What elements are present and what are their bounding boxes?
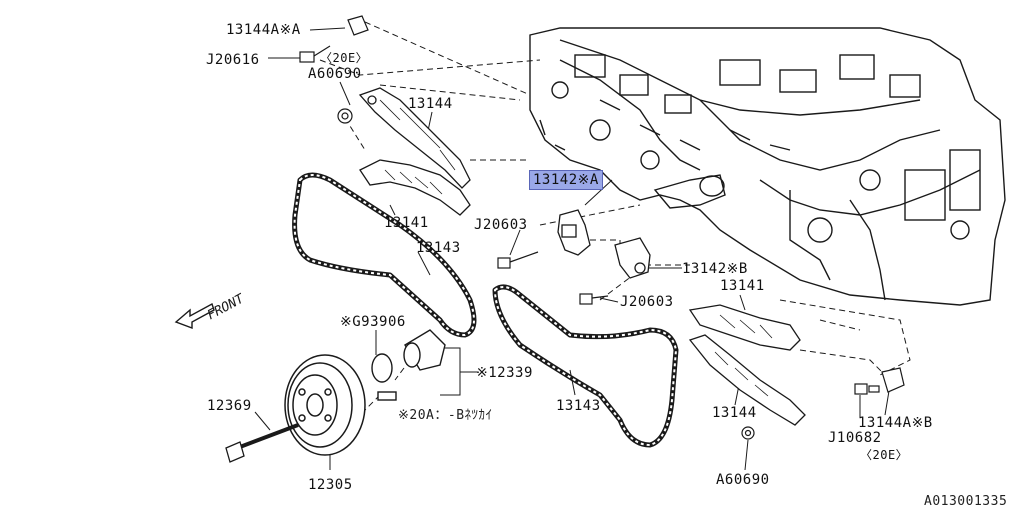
bolt-a60690-bottom bbox=[741, 426, 755, 440]
part-13144a-b bbox=[881, 367, 905, 393]
front-arrow-icon bbox=[174, 302, 215, 330]
chain-guide-13141-top bbox=[359, 159, 471, 216]
bolt-a60690-top bbox=[337, 108, 353, 124]
chain-guide-13141-right bbox=[688, 304, 801, 351]
label-12339: ※12339 bbox=[476, 365, 533, 381]
crank-bolt-12369 bbox=[225, 423, 299, 463]
label-13144-top: 13144 bbox=[408, 96, 453, 112]
label-a60690-bottom: A60690 bbox=[716, 472, 770, 488]
label-13144a-b: 13144A※B bbox=[858, 415, 933, 431]
o-ring-g93906 bbox=[371, 353, 393, 383]
label-13142-a-highlighted[interactable]: 13142※A bbox=[529, 170, 603, 190]
label-13142-b: 13142※B bbox=[682, 261, 748, 277]
bolt-j20603-top bbox=[497, 251, 539, 269]
chain-guide-13144-bottom bbox=[688, 334, 806, 426]
part-j20616 bbox=[299, 45, 331, 63]
label-j10682: J10682 bbox=[828, 430, 882, 446]
label-a60690-top: A60690 bbox=[308, 66, 362, 82]
label-12369: 12369 bbox=[207, 398, 252, 414]
part-j10682 bbox=[854, 383, 880, 395]
label-note-20a: ※20A：‐Bﾈﾂｶｲ bbox=[398, 408, 493, 423]
label-13143-bottom: 13143 bbox=[556, 398, 601, 414]
label-j20603-mid: J20603 bbox=[620, 294, 674, 310]
label-13144a-a: 13144A※A bbox=[226, 22, 301, 38]
label-13143-top: 13143 bbox=[416, 240, 461, 256]
label-20e-bottom: 〈20E〉 bbox=[860, 448, 909, 462]
tensioner-13142b bbox=[614, 237, 651, 279]
part-13144a-a bbox=[347, 15, 369, 36]
leader-lines-dashed bbox=[319, 21, 911, 411]
bolt-j20603-mid bbox=[579, 293, 609, 305]
label-13141-top: 13141 bbox=[384, 215, 429, 231]
label-13144-bottom: 13144 bbox=[712, 405, 757, 421]
label-j20603-top: J20603 bbox=[474, 217, 528, 233]
label-20e-top: 〈20E〉 bbox=[320, 51, 369, 65]
label-12305: 12305 bbox=[308, 477, 353, 493]
label-g93906: ※G93906 bbox=[340, 314, 406, 330]
diagram-code: A013001335 bbox=[924, 494, 1008, 509]
idler-12339 bbox=[377, 329, 446, 401]
timing-chain-top bbox=[292, 172, 477, 338]
timing-chain-bottom bbox=[492, 284, 679, 448]
chain-guide-upper bbox=[358, 87, 471, 189]
label-j20616: J20616 bbox=[206, 52, 260, 68]
engine-block bbox=[529, 27, 1006, 306]
label-13141-right: 13141 bbox=[720, 278, 765, 294]
tensioner-13142a bbox=[557, 209, 591, 256]
crank-pulley-12305 bbox=[284, 354, 366, 456]
